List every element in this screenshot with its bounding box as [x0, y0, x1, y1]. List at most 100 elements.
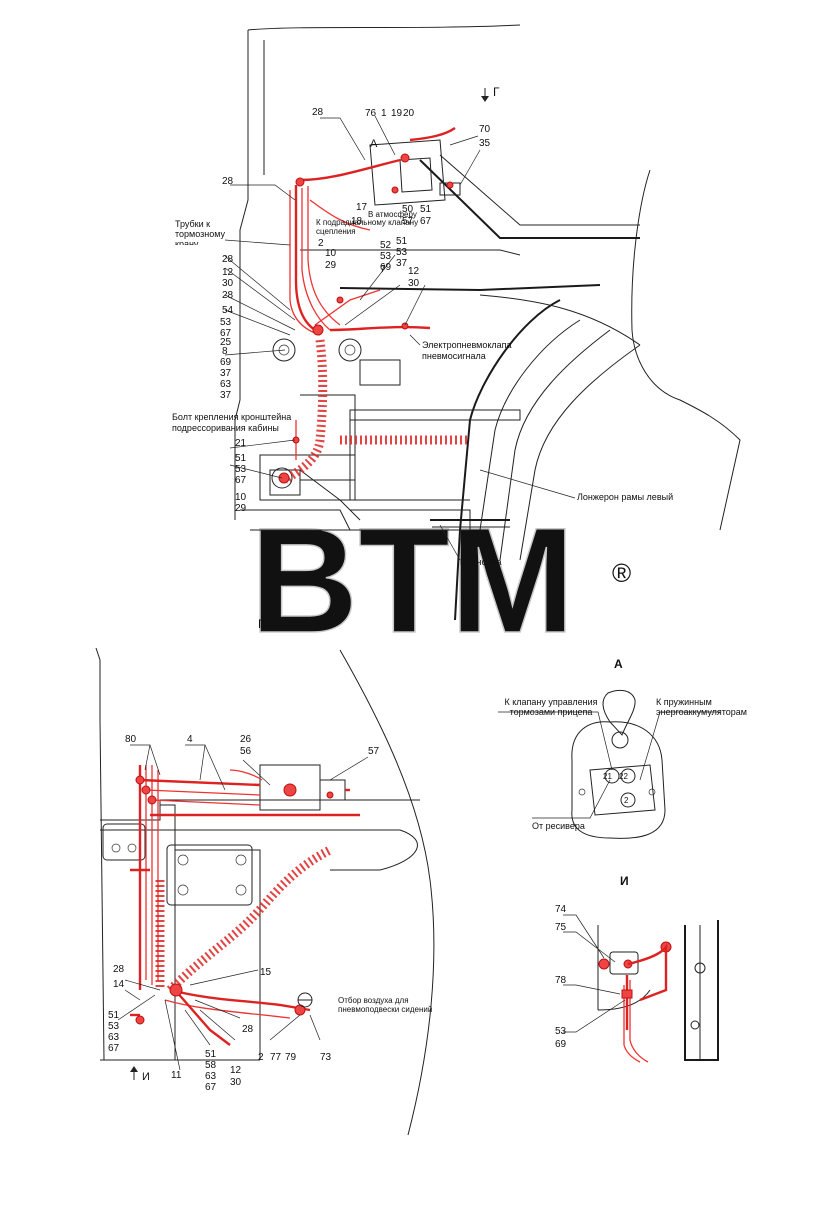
callout: 28: [222, 290, 234, 301]
port-number: 22: [619, 772, 628, 781]
callout: 25: [220, 337, 232, 348]
callout: 52: [380, 240, 392, 251]
note-electro-valve: Электропневмоклапан пневмосигнала: [422, 340, 512, 361]
callout: 67: [205, 1082, 217, 1093]
callout: 69: [555, 1039, 567, 1050]
view-g-callouts: Г Г А 28 76 1 19 20 70 35 28 17 18 50 57…: [220, 85, 500, 631]
callout: 63: [220, 379, 232, 390]
port-number: 21: [603, 772, 612, 781]
note-to-valve: К подрадиальному клапану сцепления: [316, 218, 419, 236]
callout: 28: [222, 176, 234, 187]
callout: 78: [555, 975, 567, 986]
callout: 28: [312, 107, 324, 118]
note-tubes: Трубки к тормозному крану: [175, 219, 226, 245]
view-a-drawing: [498, 689, 720, 839]
callout: 19: [391, 108, 403, 119]
port-number: 2: [624, 796, 629, 805]
callout: 12: [222, 267, 234, 278]
callout: 20: [403, 108, 415, 119]
view-i-detail-drawing: [563, 914, 719, 1063]
callout: 17: [356, 202, 368, 213]
callout: 53: [380, 251, 392, 262]
callout: 8: [222, 346, 228, 357]
view-g-drawing: [224, 24, 741, 621]
callout: 69: [380, 262, 392, 273]
callout: 28: [242, 1024, 254, 1035]
callout: 4: [187, 734, 193, 745]
callout: 30: [222, 278, 234, 289]
callout: 37: [396, 258, 408, 269]
callout: 67: [420, 216, 432, 227]
callout: 26: [240, 734, 252, 745]
callout: 73: [320, 1052, 332, 1063]
callout: 2: [258, 1052, 264, 1063]
callout: 69: [220, 357, 232, 368]
callout: 21: [235, 438, 247, 449]
callout: 63: [108, 1032, 120, 1043]
callout: 67: [108, 1043, 120, 1054]
callout: 79: [285, 1052, 297, 1063]
callout: 15: [260, 967, 272, 978]
view-i-detail-texts: И 74 75 78 53 69: [555, 874, 629, 1050]
callout: 1: [381, 108, 387, 119]
callout: 67: [235, 475, 247, 486]
callout: 11: [171, 1070, 182, 1081]
callout: 2: [318, 238, 324, 249]
callout: 75: [555, 922, 567, 933]
callout: 28: [222, 254, 234, 265]
callout: 70: [479, 124, 491, 135]
callout: 7: [380, 264, 386, 275]
view-i-main-drawing: [95, 647, 435, 1136]
callout: 77: [270, 1052, 282, 1063]
callout: 12: [408, 266, 420, 277]
view-g-bottom-label: Г: [258, 617, 265, 631]
callout: 53: [396, 247, 408, 258]
view-a-texts: А К клапану управления тормозами прицепа…: [504, 657, 747, 831]
view-i-caption: И: [620, 874, 629, 888]
callout: 28: [113, 964, 125, 975]
callout: 53: [220, 317, 232, 328]
note-frame: Лонжерон рамы левый: [577, 492, 673, 502]
callout: 53: [555, 1026, 567, 1037]
callout: 50: [402, 204, 414, 215]
note-air-takeoff: Отбор воздуха для пневмоподвески сидений: [338, 996, 433, 1014]
registered-mark: ®: [612, 558, 631, 588]
callout: 30: [408, 278, 420, 289]
view-a-marker: А: [370, 138, 378, 150]
callout: 12: [230, 1065, 242, 1076]
callout: 74: [555, 904, 567, 915]
callout: 57: [368, 746, 380, 757]
callout: 10: [235, 492, 247, 503]
callout: 29: [325, 260, 337, 271]
callout: 53: [235, 464, 247, 475]
view-i-main-callouts: 80 4 26 56 57 28 14 15 51 53 63 67 11 51…: [108, 734, 380, 1093]
note-spring-brakes: К пружинным энергоаккумуляторам: [656, 697, 747, 717]
note-step: Подножка: [460, 557, 502, 567]
callout: 14: [113, 979, 125, 990]
watermark-text: BTM: [250, 496, 575, 664]
callout: 63: [205, 1071, 217, 1082]
note-bolt: Болт крепления кронштейна подрессоривани…: [172, 412, 292, 433]
note-from-receiver: От ресивера: [532, 821, 585, 831]
view-a-caption: А: [614, 657, 623, 671]
callout: 37: [220, 368, 232, 379]
callout: 51: [235, 453, 247, 464]
callout: 51: [108, 1010, 120, 1021]
callout: 30: [230, 1077, 242, 1088]
view-g-notes: В атмосферу К подрадиальному клапану сце…: [172, 210, 673, 567]
callout: 53: [108, 1021, 120, 1032]
callout: 76: [365, 108, 377, 119]
callout: 57: [402, 216, 414, 227]
callout: 37: [220, 390, 232, 401]
callout: 67: [220, 328, 232, 339]
callout: 29: [235, 503, 247, 514]
callout: 51: [396, 236, 408, 247]
callout: 10: [325, 248, 337, 259]
callout: 80: [125, 734, 137, 745]
view-g-arrow-label: Г: [493, 85, 500, 99]
callout: 54: [222, 305, 234, 316]
note-atmosphere: В атмосферу: [368, 210, 417, 219]
note-trailer-valve: К клапану управления тормозами прицепа: [504, 697, 598, 717]
